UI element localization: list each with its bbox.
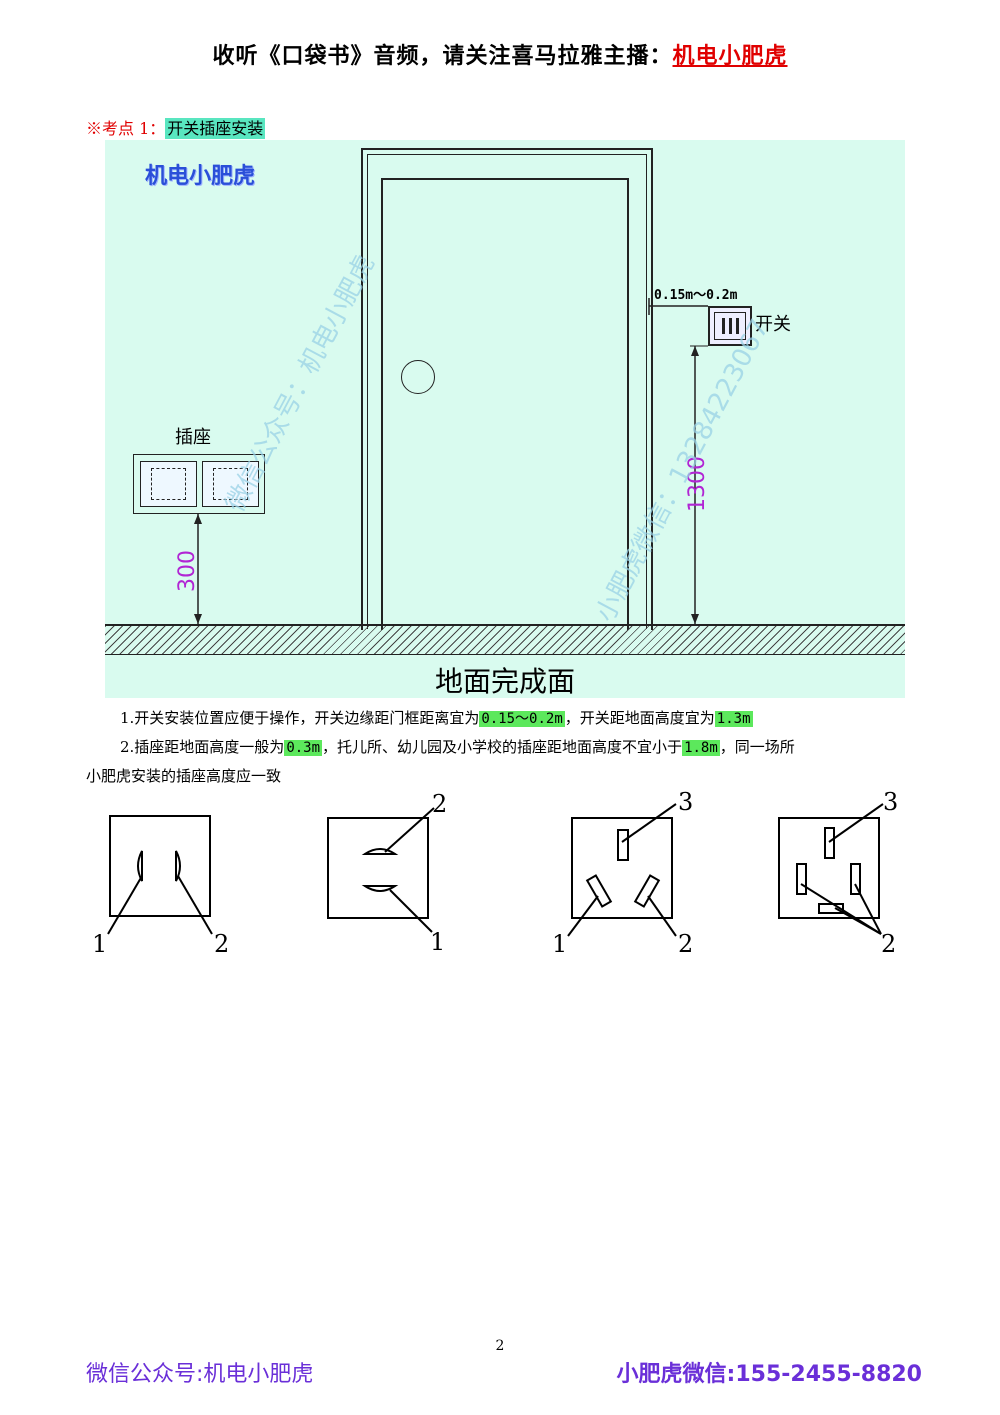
- note-1-value-1: 0.15～0.2m: [479, 711, 565, 727]
- footer-public-account: 微信公众号:机电小肥虎: [86, 1362, 314, 1387]
- diagram-2-label-1: 1: [430, 928, 445, 956]
- note-2-mid: ，托儿所、幼儿园及小学校的插座距地面高度不宜小于: [322, 738, 683, 756]
- socket-icon-left: [140, 461, 197, 507]
- floor-hatch: [105, 624, 905, 655]
- door-knob: [401, 360, 435, 394]
- door-frame-outer: [361, 148, 653, 630]
- topic-heading: ※考点 1：开关插座安装: [86, 115, 266, 139]
- diagram-2-label-2: 2: [432, 790, 447, 818]
- switch-bar-2: [729, 318, 732, 334]
- note-2-text: 2.插座距地面高度一般为: [120, 738, 285, 756]
- switch-height-arrow-bottom: [691, 614, 699, 624]
- socket-label: 插座: [175, 427, 211, 448]
- figure-logo: 机电小肥虎: [145, 164, 256, 189]
- header-prefix: 收听《口袋书》音频，请关注喜马拉雅主播：: [212, 43, 673, 69]
- page-header: 收听《口袋书》音频，请关注喜马拉雅主播：机电小肥虎: [0, 38, 1000, 70]
- socket-height-arrow-bottom: [194, 614, 202, 624]
- switch-icon: [708, 306, 752, 346]
- diagram-1-label-2: 2: [214, 930, 229, 956]
- switch-bar-1: [722, 318, 725, 334]
- socket-height-arrow-top: [194, 514, 202, 524]
- diagram-3-label-3: 3: [678, 788, 693, 816]
- socket-icon-right: [202, 461, 259, 507]
- door-frame-middle: [367, 154, 647, 629]
- footer-wechat: 小肥虎微信:155-2455-8820: [616, 1362, 922, 1387]
- switch-height-arrow-top: [691, 346, 699, 356]
- topic-title: 开关插座安装: [165, 118, 266, 139]
- topic-marker: ※考点 1：: [86, 119, 166, 138]
- diagram-3-label-2: 2: [678, 930, 693, 956]
- note-1-mid: ，开关距地面高度宜为: [564, 709, 715, 727]
- door-hinge: [381, 615, 383, 625]
- socket-diagram-two-pin-vertical: 1 2: [90, 786, 230, 956]
- switch-bar-3: [736, 318, 739, 334]
- installation-figure: 机电小肥虎 0.15m～0.2m 开关 1300 插座 300 微信公众号：机电…: [105, 140, 905, 698]
- socket-group: [133, 454, 265, 514]
- note-2-value-1: 0.3m: [284, 740, 323, 756]
- switch-offset-dimension: 0.15m～0.2m: [654, 288, 738, 303]
- header-brand-link[interactable]: 机电小肥虎: [672, 43, 788, 69]
- socket-height-dimension: 300: [175, 550, 200, 592]
- socket-diagram-four-pin: 3 2: [765, 786, 925, 956]
- diagram-4-label-3: 3: [883, 788, 898, 816]
- note-2-line-2: 小肥虎安装的插座高度应一致: [86, 767, 282, 785]
- door-leaf: [381, 178, 629, 630]
- note-2-value-2: 1.8m: [682, 740, 720, 756]
- diagram-4-label-2: 2: [881, 930, 896, 956]
- note-2-suffix: ，同一场所: [719, 738, 795, 756]
- note-1-text: 1.开关安装位置应便于操作，开关边缘距门框距离宜为: [120, 709, 480, 727]
- socket-diagram-two-pin-horizontal: 2 1: [310, 786, 450, 956]
- switch-label: 开关: [755, 314, 791, 335]
- floor-label: 地面完成面: [434, 665, 575, 698]
- page-number: 2: [495, 1338, 505, 1354]
- dimension-lines: [194, 298, 708, 624]
- note-1-value-2: 1.3m: [714, 711, 753, 727]
- diagram-3-label-1: 1: [552, 930, 567, 956]
- socket-diagram-three-pin: 3 1 2: [550, 786, 710, 956]
- diagram-1-label-1: 1: [92, 930, 107, 956]
